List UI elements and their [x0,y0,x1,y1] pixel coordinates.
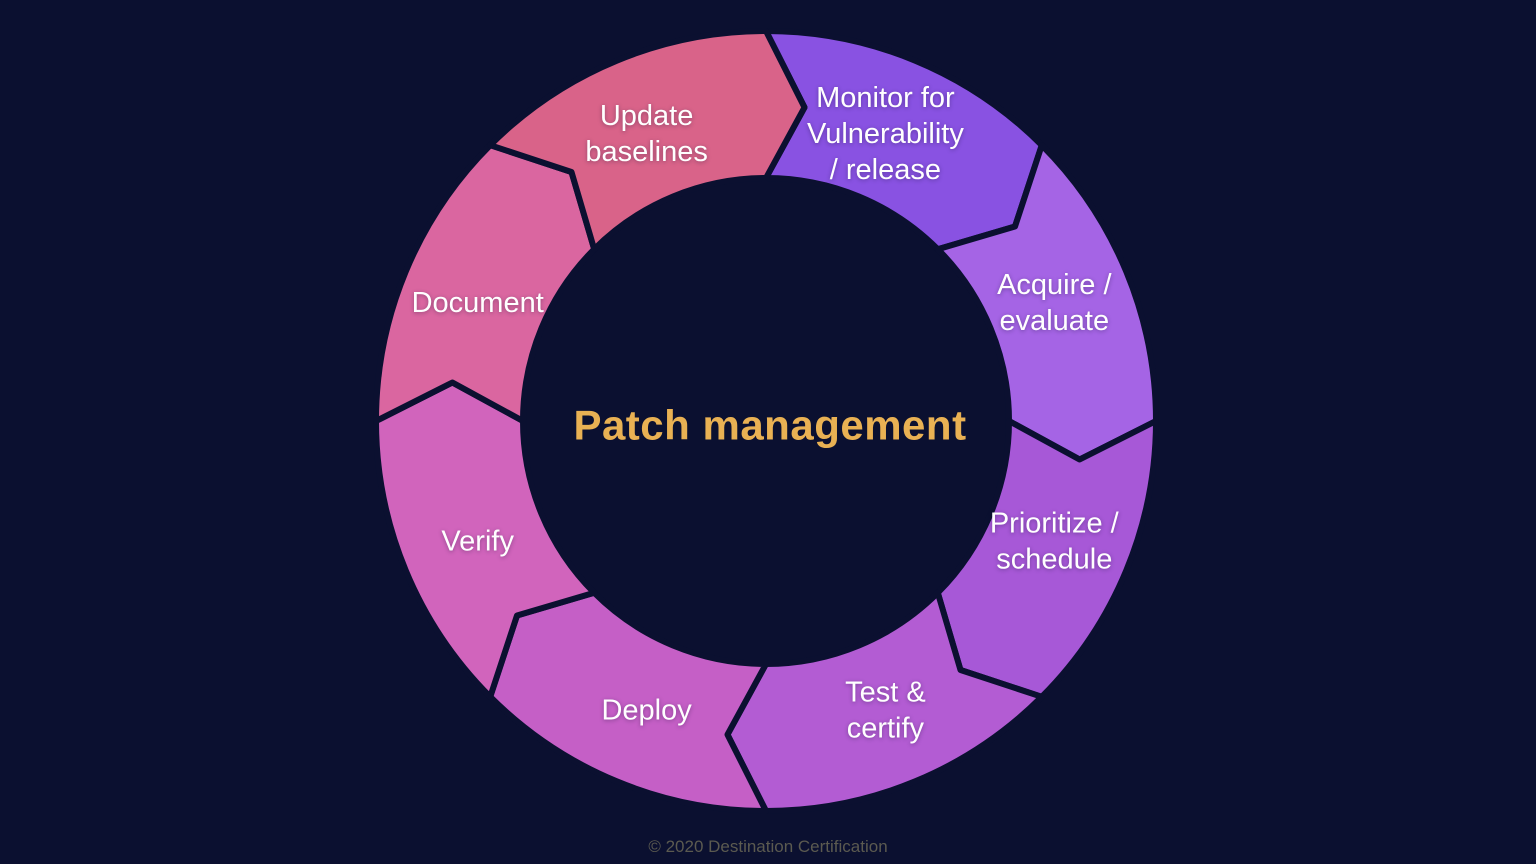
segment-update-baselines [487,28,808,253]
diagram-center-title: Patch management [573,402,966,449]
segment-label-verify: Verify [441,526,514,558]
segment-document [373,142,598,424]
copyright-text: © 2020 Destination Certification [648,837,888,856]
segment-label-test-certify: Test &certify [845,676,926,744]
segment-label-prioritize: Prioritize /schedule [990,508,1120,576]
segment-label-acquire: Acquire /evaluate [997,269,1112,337]
segment-label-document: Document [412,287,544,319]
segment-label-deploy: Deploy [601,694,692,726]
